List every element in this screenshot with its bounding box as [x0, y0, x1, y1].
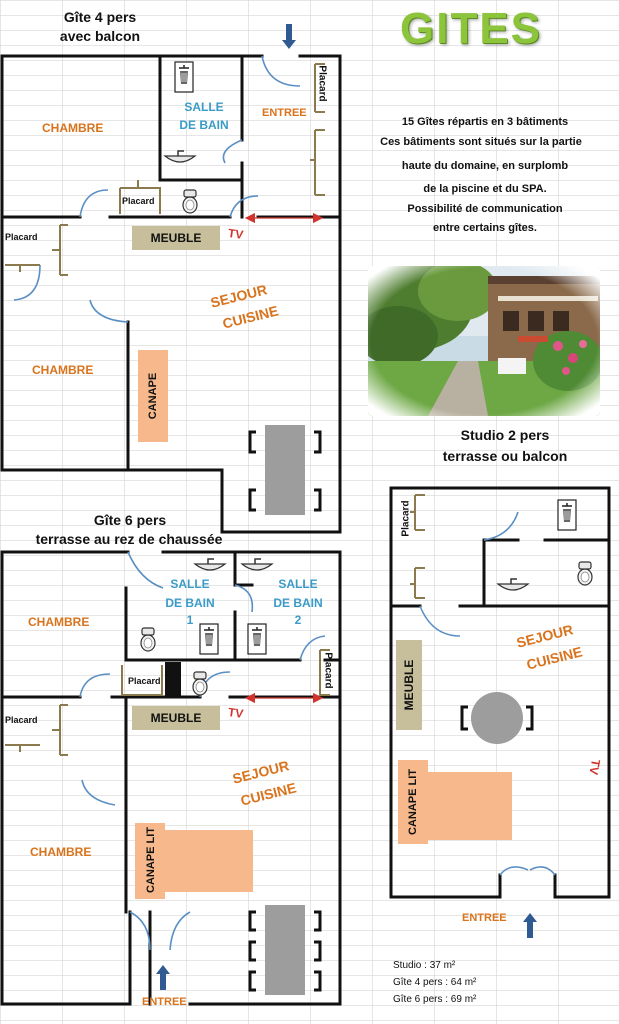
gite4-placard-center: Placard — [122, 196, 155, 206]
gite6-chambre-bottom: CHAMBRE — [30, 845, 92, 859]
gite6-placard-center: Placard — [128, 676, 161, 686]
gite6-bathroom1-label: 1 — [186, 613, 194, 627]
gite6-bathroom1-label: DE BAIN — [165, 596, 215, 610]
gites-photo — [368, 266, 600, 416]
shower-icon — [174, 61, 194, 93]
gite6-tv: TV — [227, 705, 245, 721]
intro-line: haute du domaine, en surplomb — [401, 160, 569, 172]
studio-canape-label: CANAPE LIT — [407, 769, 419, 835]
sink-icon — [497, 578, 529, 591]
gite4-entree-label: ENTREE — [262, 107, 307, 119]
studio-caption-line: terrasse ou balcon — [442, 448, 568, 464]
gite6-outer-walls — [0, 550, 342, 1006]
intro-line: entre certains gîtes. — [433, 222, 537, 234]
gite4-caption-line: avec balcon — [59, 28, 141, 44]
toilet-icon — [182, 189, 198, 214]
gite4-placard-right: Placard — [316, 65, 328, 102]
door-arc — [229, 195, 259, 218]
gite6-dining-table — [248, 905, 322, 995]
gite6-entry-door — [129, 911, 151, 951]
gite4-tv: TV — [227, 226, 245, 242]
studio-canape-seat — [428, 772, 512, 840]
studio-round-table — [460, 692, 534, 744]
gite6-bathroom2-label: DE BAIN — [273, 596, 323, 610]
sink-icon — [241, 558, 273, 571]
gite6-caption-line: terrasse au rez de chaussée — [35, 531, 223, 547]
gite6-caption-line: Gîte 6 pers — [93, 512, 167, 528]
sink-icon — [194, 558, 226, 571]
studio-entree-label: ENTREE — [462, 912, 507, 924]
area-line: Studio : 37 m² — [393, 960, 456, 971]
gite4-placard-left: Placard — [5, 232, 38, 242]
gite6-entry-door — [169, 911, 191, 951]
shower-icon — [199, 623, 219, 655]
door-arc — [222, 139, 243, 164]
gite4-dining-table — [248, 425, 322, 515]
intro-line: Possibilité de communication — [407, 203, 563, 215]
gite6-placard-right: Placard — [322, 652, 334, 689]
door-arc — [13, 264, 41, 301]
gite6-bathroom2-label: SALLE — [278, 577, 318, 591]
entry-arrow-icon — [156, 965, 170, 990]
toilet-icon — [577, 561, 593, 586]
gite6-canape-label: CANAPE LIT — [145, 827, 157, 893]
door-arc — [79, 673, 111, 698]
intro-line: de la piscine et du SPA. — [423, 183, 547, 195]
gite6-canape — [135, 823, 165, 899]
studio-meuble — [396, 640, 422, 730]
gite6-bathroom2-label: 2 — [294, 613, 302, 627]
intro-line: Ces bâtiments sont situés sur la partie — [380, 136, 582, 148]
gite6-meuble: MEUBLE — [132, 706, 220, 730]
gite4-chambre-bottom: CHAMBRE — [32, 363, 94, 377]
gite4-meuble: MEUBLE — [132, 226, 220, 250]
door-arc — [419, 605, 461, 637]
toilet-icon — [140, 627, 156, 652]
page-title: GITES — [400, 4, 543, 53]
intro-line: 15 Gîtes répartis en 3 bâtiments — [401, 116, 569, 128]
door-arc — [299, 635, 326, 661]
gite6-chambre-top: CHAMBRE — [28, 615, 90, 629]
gite6-placard-left: Placard — [5, 715, 38, 725]
gite6-entree-label: ENTREE — [142, 996, 187, 1008]
door-arc — [483, 511, 519, 541]
entry-arrow-icon — [282, 24, 296, 49]
shower-icon — [247, 623, 267, 655]
studio-entry-door — [499, 866, 529, 876]
entry-arrow-icon — [523, 913, 537, 938]
area-line: Gîte 4 pers : 64 m² — [393, 977, 477, 988]
partition-block — [165, 662, 181, 696]
sink-icon — [164, 150, 196, 163]
studio-placard: Placard — [400, 500, 412, 537]
door-arc — [89, 299, 129, 323]
studio-entry-door — [529, 866, 556, 876]
gite4-caption-line: Gîte 4 pers — [63, 9, 137, 25]
gite4-canape-label: CANAPE — [147, 372, 159, 420]
door-arc — [81, 779, 116, 806]
studio-caption-line: Studio 2 pers — [460, 427, 550, 443]
gite6-bathroom1-label: SALLE — [170, 577, 210, 591]
gite6-canape-seat — [165, 830, 253, 892]
door-arc — [234, 584, 254, 613]
studio-outer-walls — [389, 486, 611, 899]
shower-icon — [557, 499, 577, 531]
gite4-canape — [138, 350, 168, 442]
studio-meuble-label: MEUBLE — [402, 659, 416, 711]
door-arc — [79, 189, 109, 218]
gite4-chambre-top: CHAMBRE — [42, 121, 104, 135]
door-arc — [127, 551, 164, 589]
gite4-bathroom-label: DE BAIN — [179, 118, 229, 132]
toilet-icon — [192, 671, 208, 696]
area-line: Gîte 6 pers : 69 m² — [393, 994, 477, 1005]
studio-canape — [398, 760, 428, 844]
gite4-entry-door — [261, 55, 301, 87]
gite4-bathroom-label: SALLE — [184, 100, 224, 114]
studio-tv: TV — [586, 758, 603, 776]
